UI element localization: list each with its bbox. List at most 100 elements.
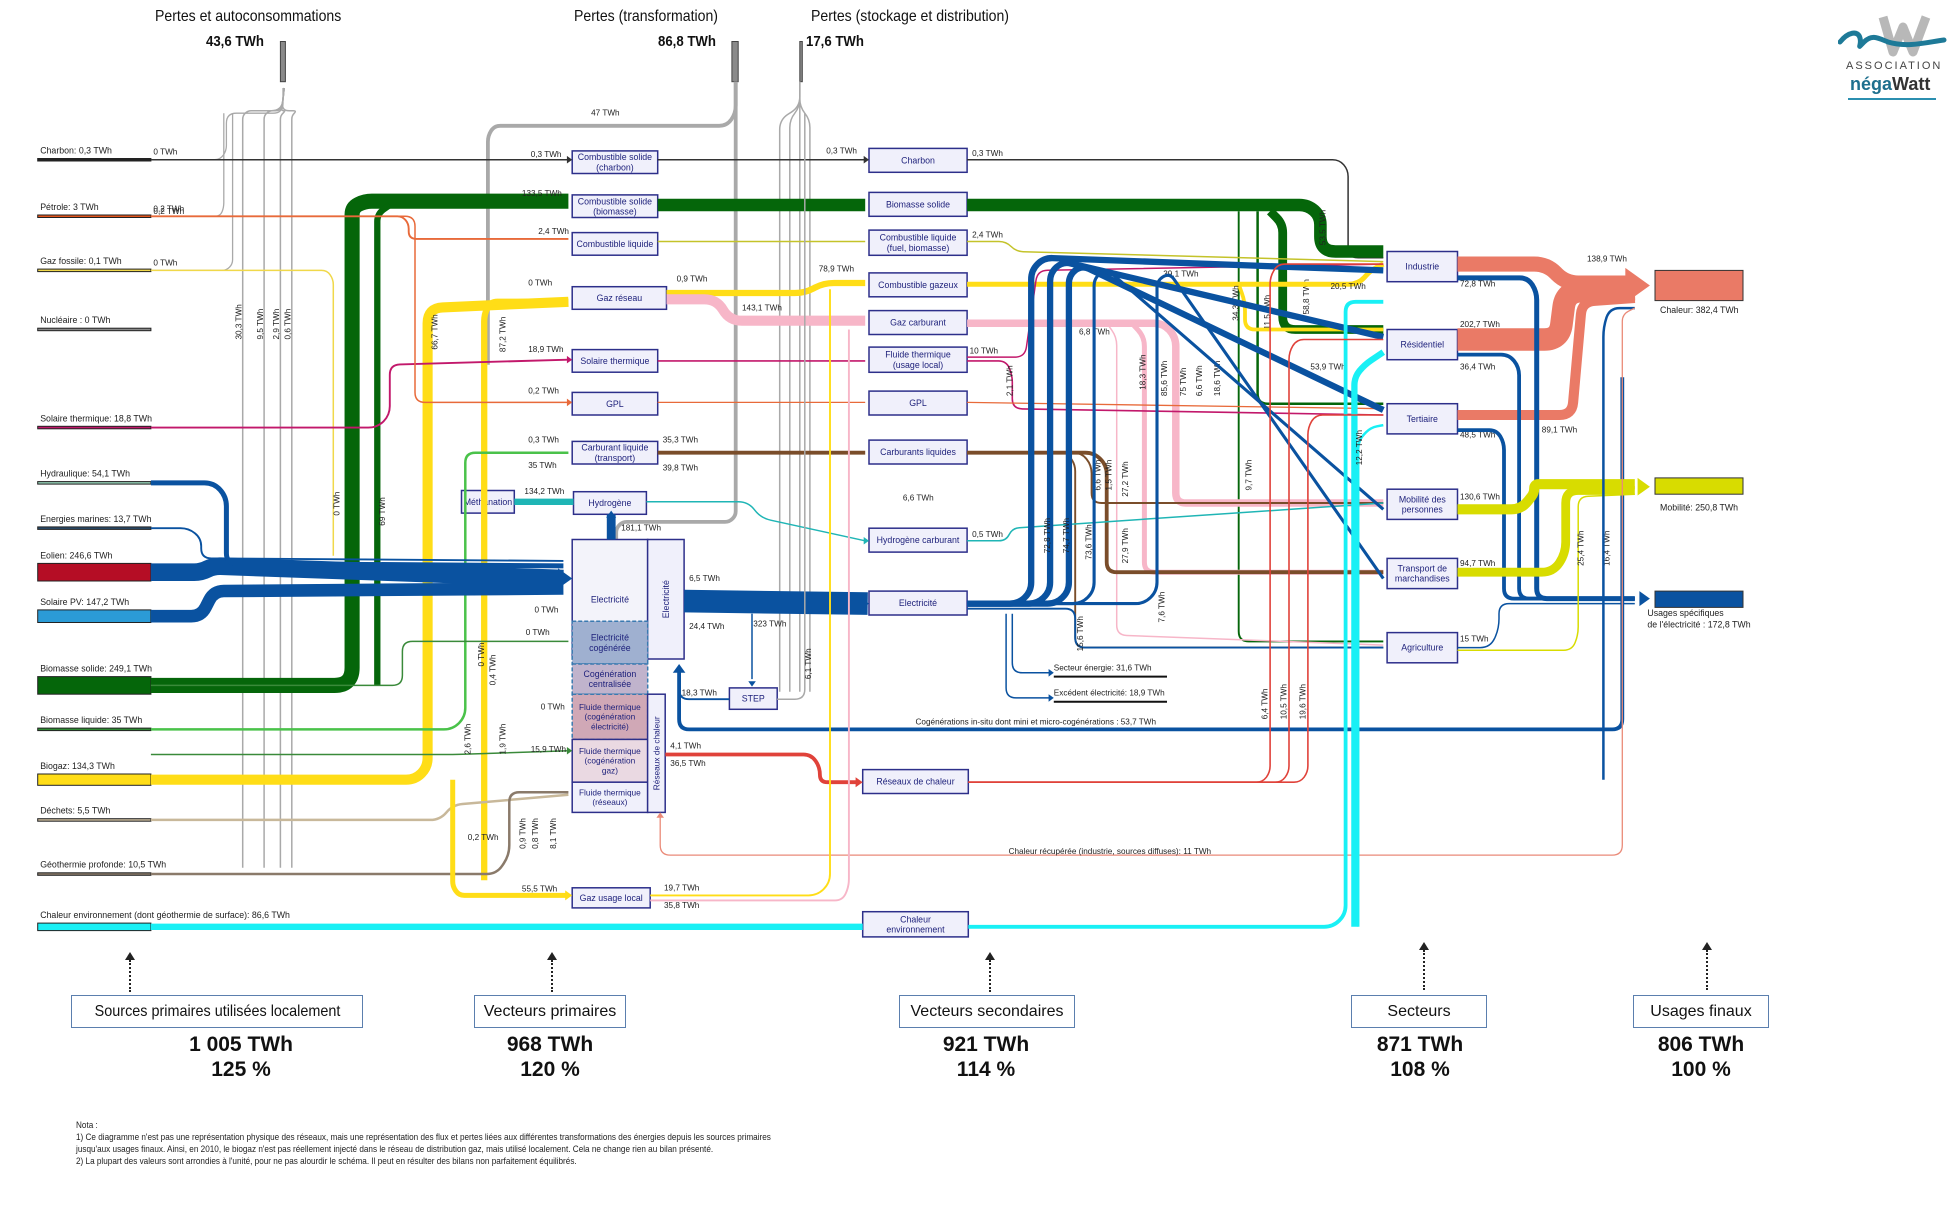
node-sector-agriculture: Agriculture bbox=[1386, 631, 1459, 664]
flow-label-18-6: 18,6 TWh bbox=[1213, 360, 1222, 396]
stage-pct-sources: 125 % bbox=[211, 1058, 271, 1081]
node-electricite-side-box bbox=[646, 538, 685, 660]
arrow-charbon-secondary bbox=[863, 155, 869, 164]
flow-label-72-8-ind: 72,8 TWh bbox=[1460, 280, 1496, 289]
node-hydrogene-label: Hydrogène bbox=[588, 498, 631, 508]
stage-label-sources: Sources primaires utilisées localement bbox=[94, 1002, 340, 1020]
flow-label-36-5: 36,5 TWh bbox=[670, 759, 706, 768]
source-bar-2 bbox=[37, 268, 152, 273]
flow-gpl-to-tertiaire bbox=[967, 401, 1384, 410]
flow-label-134-2: 134,2 TWh bbox=[524, 487, 564, 496]
final-bar-usages-electricite bbox=[1654, 590, 1744, 608]
arrow-reseaux-chaleur bbox=[855, 777, 863, 788]
flow-residentiel-to-chaleur bbox=[1457, 277, 1636, 351]
node-combustible-solide-charbon-label: (charbon) bbox=[596, 162, 634, 172]
flow-label-85-6: 85,6 TWh bbox=[1160, 360, 1169, 396]
flow-label-secteur-energie: Secteur énergie: 31,6 TWh bbox=[1054, 663, 1152, 672]
flow-agriculture-to-mobilite bbox=[1457, 493, 1635, 651]
flow-label-9-7: 9,7 TWh bbox=[1244, 459, 1253, 490]
node-gpl-primary-box bbox=[571, 391, 659, 416]
arrow-mobilite bbox=[1637, 477, 1650, 496]
stage-box-sources: Sources primaires utilisées localement bbox=[71, 995, 363, 1028]
arrow-step bbox=[748, 681, 756, 687]
flow-gul-yellow bbox=[650, 289, 831, 897]
source-label-6: Energies marines: 13,7 TWh bbox=[40, 514, 151, 524]
flow-label-0-8-vert: 0,8 TWh bbox=[531, 818, 540, 849]
stage-arrow-primary bbox=[547, 952, 557, 992]
node-fluide-cogen-gaz-box bbox=[571, 738, 649, 783]
node-fluide-cogen-gaz-label: gaz) bbox=[602, 765, 618, 775]
node-reseaux-de-chaleur-side-box bbox=[646, 693, 666, 814]
node-sector-residentiel-box bbox=[1386, 328, 1459, 361]
node-gaz-carburant: Gaz carburant bbox=[868, 309, 968, 336]
final-label-usages-electricite-1: Usages spécifiques bbox=[1647, 608, 1724, 618]
node-gpl-primary-label: GPL bbox=[606, 399, 624, 409]
node-solaire-thermique-primary-label: Solaire thermique bbox=[580, 356, 649, 366]
flow-label-10: 10 TWh bbox=[970, 346, 999, 355]
node-combustible-solide-biomasse-label: (biomasse) bbox=[593, 206, 637, 216]
flow-label-cs-biomasse: 133,5 TWh bbox=[522, 189, 562, 198]
flow-eolien-to-elec bbox=[150, 557, 564, 588]
flow-cl-to-industrie bbox=[967, 240, 1384, 263]
source-bar-13 bbox=[37, 872, 152, 876]
source-bar-3 bbox=[37, 327, 152, 332]
logo-name-nega: néga bbox=[1850, 74, 1893, 94]
node-cogeneration-centralisee-label: Cogénération bbox=[583, 669, 636, 679]
flow-label-petrole-out: 0,2 TWh bbox=[153, 207, 184, 216]
node-combustible-solide-charbon-box bbox=[571, 150, 659, 175]
node-carburants-liquides: Carburants liquides bbox=[868, 439, 968, 465]
stage-pct-sectors: 108 % bbox=[1390, 1058, 1450, 1081]
loss-line-transformation-47 bbox=[486, 81, 738, 365]
node-combustible-solide-charbon-label: Combustible solide bbox=[578, 152, 652, 162]
node-carburants-liquides-label: Carburants liquides bbox=[880, 447, 956, 457]
flow-label-8-1-vert: 8,1 TWh bbox=[549, 818, 558, 849]
source-bar-11 bbox=[37, 773, 152, 786]
flow-label-181-1: 181,1 TWh bbox=[621, 524, 661, 533]
node-hydrogene-carburant-label: Hydrogène carburant bbox=[877, 535, 960, 545]
source-bar-12 bbox=[37, 818, 152, 822]
flow-gaz-carburant-to-mobilite bbox=[967, 319, 1384, 507]
node-electricite-cogeneree-label: cogénérée bbox=[589, 643, 631, 653]
arrow-excedent bbox=[1048, 694, 1054, 702]
flow-label-6-5: 6,5 TWh bbox=[689, 574, 720, 583]
node-carburant-liquide-transport-label: Carburant liquide bbox=[581, 443, 648, 453]
node-combustible-gazeux-label: Combustible gazeux bbox=[878, 280, 958, 290]
node-electricite-main-label: Electricité bbox=[591, 594, 629, 604]
flow-label-6-1: 6,1 TWh bbox=[804, 648, 813, 679]
flow-dechets-to-reseaux bbox=[150, 793, 569, 822]
node-gpl-secondary: GPL bbox=[868, 390, 968, 416]
node-carburant-liquide-transport: Carburant liquide(transport) bbox=[571, 440, 659, 465]
stage-arrow-sectors bbox=[1419, 942, 1429, 990]
node-chaleur-environnement-label: environnement bbox=[886, 925, 945, 935]
flow-label-15-6: 15,6 TWh bbox=[1076, 616, 1085, 652]
node-fluide-reseaux-label: Fluide thermique bbox=[579, 787, 641, 797]
flow-elec-to-sector-3 bbox=[967, 269, 1385, 606]
flow-label-1-5: 1,5 TWh bbox=[1105, 459, 1114, 490]
source-label-4: Solaire thermique: 18,8 TWh bbox=[40, 413, 152, 423]
node-sector-mobilite-personnes-label: personnes bbox=[1402, 504, 1444, 514]
node-gaz-usage-local: Gaz usage local bbox=[571, 887, 651, 909]
flow-elec-to-sector-4 bbox=[967, 273, 1385, 606]
arrow-h2-carburant bbox=[863, 537, 869, 545]
flow-elec-to-excedent bbox=[1005, 613, 1051, 699]
node-step-label: STEP bbox=[742, 694, 765, 704]
flow-label-0-a: 0 TWh bbox=[333, 491, 342, 515]
node-sector-mobilite-personnes-box bbox=[1386, 488, 1459, 521]
source-label-0: Charbon: 0,3 TWh bbox=[40, 145, 112, 155]
flow-biogaz-to-gaz-reseau bbox=[150, 296, 569, 785]
source-bar-6 bbox=[37, 526, 152, 530]
flow-label-6-6-h2: 6,6 TWh bbox=[903, 494, 934, 503]
source-bar-5 bbox=[37, 481, 152, 485]
loss-label-vert_95: 9,5 TWh bbox=[256, 308, 265, 339]
node-fluide-reseaux-label: (réseaux) bbox=[592, 797, 627, 807]
flow-cl-to-marchandises bbox=[967, 450, 1384, 575]
arrow-elec-main bbox=[558, 568, 573, 589]
flow-label-69: 69 TWh bbox=[378, 497, 387, 526]
flow-label-58-8: 58,8 TWh bbox=[1302, 279, 1311, 315]
source-out-label-2: 0 TWh bbox=[153, 258, 177, 267]
flow-label-4-1: 4,1 TWh bbox=[670, 741, 701, 750]
